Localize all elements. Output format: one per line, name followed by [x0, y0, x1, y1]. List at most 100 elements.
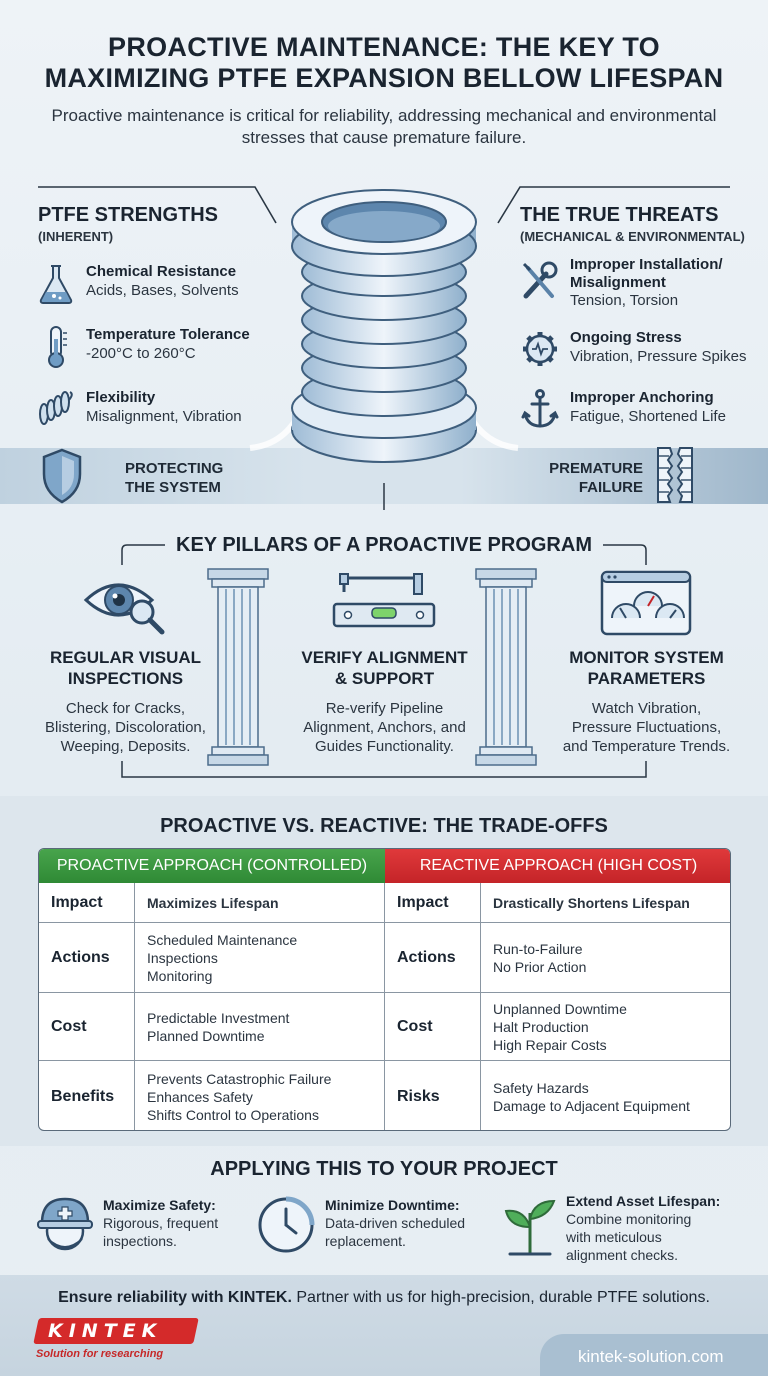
page-title: PROACTIVE MAINTENANCE: THE KEY TO MAXIMI…	[0, 32, 768, 94]
proactive-val-actions-2: Inspections	[147, 949, 218, 966]
reactive-val-cost-3: High Repair Costs	[493, 1036, 607, 1053]
reactive-key-cost: Cost	[385, 993, 481, 1061]
header: PROACTIVE MAINTENANCE: THE KEY TO MAXIMI…	[0, 0, 768, 165]
threat-item-installation: Improper Installation/ Misalignment Tens…	[520, 256, 768, 312]
pillar-body-3b: Pressure Fluctuations,	[571, 719, 722, 736]
strength-item-chemical: Chemical Resistance Acids, Bases, Solven…	[36, 262, 286, 306]
eye-magnifier-icon	[83, 583, 165, 635]
thermometer-icon	[48, 326, 67, 368]
proactive-val-cost-2: Planned Downtime	[147, 1027, 265, 1044]
kintek-logo-text: KINTEK	[48, 1320, 163, 1342]
threat-title-stress: Ongoing Stress	[570, 329, 682, 346]
footer-cta-rest: Partner with us for high-precision, dura…	[291, 1289, 710, 1306]
threat-title-installation-1: Improper Installation/	[570, 256, 723, 273]
strength-title-temperature: Temperature Tolerance	[86, 326, 250, 343]
proactive-key-benefits: Benefits	[39, 1061, 135, 1130]
pillar-body-1c: Weeping, Deposits.	[60, 738, 191, 755]
reactive-val-risks-2: Damage to Adjacent Equipment	[493, 1097, 690, 1114]
band-label-failure-1: PREMATURE	[549, 460, 643, 477]
pillar-verify-alignment: VERIFY ALIGNMENT & SUPPORT Re-verify Pip…	[277, 647, 492, 756]
proactive-val-benefits: Prevents Catastrophic Failure Enhances S…	[135, 1061, 385, 1130]
threat-item-stress: Ongoing Stress Vibration, Pressure Spike…	[520, 328, 768, 372]
proactive-val-cost-1: Predictable Investment	[147, 1009, 290, 1026]
strength-item-flexibility: Flexibility Misalignment, Vibration	[36, 388, 286, 432]
proactive-key-impact: Impact	[39, 883, 135, 923]
pillar-heading-2a: VERIFY ALIGNMENT	[301, 648, 468, 667]
proactive-val-benefits-2: Enhances Safety	[147, 1088, 253, 1105]
apply-item-lifespan: Extend Asset Lifespan: Combine monitorin…	[566, 1192, 720, 1264]
wrench-screwdriver-icon	[522, 261, 558, 299]
pillar-body-2: Re-verify Pipeline Alignment, Anchors, a…	[277, 699, 492, 756]
apply-heading-safety: Maximize Safety:	[103, 1197, 216, 1213]
threats-heading: THE TRUE THREATS	[520, 204, 719, 226]
apply-body-lifespan-3: alignment checks.	[566, 1247, 679, 1263]
proactive-val-actions-3: Monitoring	[147, 967, 213, 984]
pillars-title: KEY PILLARS OF A PROACTIVE PROGRAM	[176, 534, 592, 556]
proactive-val-cost: Predictable Investment Planned Downtime	[135, 993, 385, 1061]
apply-body-lifespan-1: Combine monitoring	[566, 1211, 692, 1227]
proactive-val-impact: Maximizes Lifespan	[135, 883, 385, 923]
strength-desc-flexibility: Misalignment, Vibration	[86, 408, 242, 425]
title-line-1: PROACTIVE MAINTENANCE: THE KEY TO	[108, 32, 660, 62]
strength-title-flexibility: Flexibility	[86, 389, 156, 406]
hardhat-icon	[37, 1197, 93, 1251]
gear-icon	[523, 332, 557, 366]
pillar-body-2b: Alignment, Anchors, and	[303, 719, 466, 736]
proactive-key-actions: Actions	[39, 923, 135, 993]
strength-title-chemical: Chemical Resistance	[86, 263, 237, 280]
pillar-heading-1a: REGULAR VISUAL	[49, 648, 202, 667]
url-pill	[540, 1334, 768, 1376]
proactive-header: PROACTIVE APPROACH (CONTROLLED)	[39, 849, 385, 883]
reactive-val-actions-1: Run-to-Failure	[493, 940, 583, 957]
strengths-subheading: (INHERENT)	[38, 229, 114, 244]
anchor-icon	[521, 389, 559, 428]
threats-subheading: (MECHANICAL & ENVIRONMENTAL)	[520, 229, 745, 244]
reactive-val-risks: Safety Hazards Damage to Adjacent Equipm…	[481, 1061, 730, 1130]
applying-title: APPLYING THIS TO YOUR PROJECT	[210, 1158, 558, 1180]
threat-item-anchoring: Improper Anchoring Fatigue, Shortened Li…	[520, 388, 768, 432]
tradeoffs-title: PROACTIVE VS. REACTIVE: THE TRADE-OFFS	[160, 815, 608, 837]
reactive-val-cost: Unplanned Downtime Halt Production High …	[481, 993, 730, 1061]
strength-item-temperature: Temperature Tolerance -200°C to 260°C	[36, 325, 286, 369]
pillar-body-3a: Watch Vibration,	[591, 700, 702, 717]
band-label-protecting: PROTECTING THE SYSTEM	[125, 459, 223, 497]
pillar-monitor-parameters: MONITOR SYSTEM PARAMETERS Watch Vibratio…	[539, 647, 754, 756]
band-label-failure-2: FAILURE	[578, 479, 643, 496]
reactive-val-cost-1: Unplanned Downtime	[493, 1000, 627, 1017]
reactive-key-risks: Risks	[385, 1061, 481, 1130]
reactive-val-cost-2: Halt Production	[493, 1018, 589, 1035]
flask-icon	[39, 265, 73, 304]
sprout-icon	[504, 1199, 556, 1256]
pillar-visual-inspections: REGULAR VISUAL INSPECTIONS Check for Cra…	[18, 647, 233, 756]
reactive-val-actions: Run-to-Failure No Prior Action	[481, 923, 730, 993]
reactive-val-actions-2: No Prior Action	[493, 958, 587, 975]
band-label-failure: PREMATURE FAILURE	[548, 459, 643, 497]
pillar-body-1a: Check for Cracks,	[65, 700, 186, 717]
pillar-heading-2b: & SUPPORT	[334, 669, 435, 688]
threat-desc-stress: Vibration, Pressure Spikes	[570, 348, 747, 365]
reactive-key-actions: Actions	[385, 923, 481, 993]
pillar-body-1b: Blistering, Discoloration,	[45, 719, 206, 736]
proactive-val-actions: Scheduled Maintenance Inspections Monito…	[135, 923, 385, 993]
proactive-val-actions-1: Scheduled Maintenance	[147, 931, 298, 948]
reactive-val-impact: Drastically Shortens Lifespan	[481, 883, 730, 923]
pillars-frame	[121, 544, 647, 778]
gauges-icon	[600, 570, 692, 636]
apply-body-safety-2: inspections.	[103, 1233, 177, 1249]
pillar-heading-3a: MONITOR SYSTEM	[569, 648, 724, 667]
strength-desc-chemical: Acids, Bases, Solvents	[86, 282, 239, 299]
website-link[interactable]: kintek-solution.com	[578, 1347, 724, 1366]
apply-heading-lifespan: Extend Asset Lifespan:	[566, 1193, 721, 1209]
apply-body-downtime-2: replacement.	[325, 1233, 406, 1249]
title-line-2: MAXIMIZING PTFE EXPANSION BELLOW LIFESPA…	[44, 63, 724, 93]
threat-title-installation-2: Misalignment	[570, 274, 666, 291]
proactive-val-impact-1: Maximizes Lifespan	[147, 894, 279, 911]
pillar-body-3: Watch Vibration, Pressure Fluctuations, …	[539, 699, 754, 756]
pillar-body-2c: Guides Functionality.	[315, 738, 454, 755]
kintek-tagline: Solution for researching	[36, 1348, 164, 1360]
band-label-protecting-2: THE SYSTEM	[125, 479, 221, 496]
page-subtitle: Proactive maintenance is critical for re…	[51, 106, 717, 147]
proactive-val-benefits-3: Shifts Control to Operations	[147, 1106, 319, 1123]
clock-icon	[258, 1196, 315, 1253]
level-icon	[332, 573, 436, 628]
